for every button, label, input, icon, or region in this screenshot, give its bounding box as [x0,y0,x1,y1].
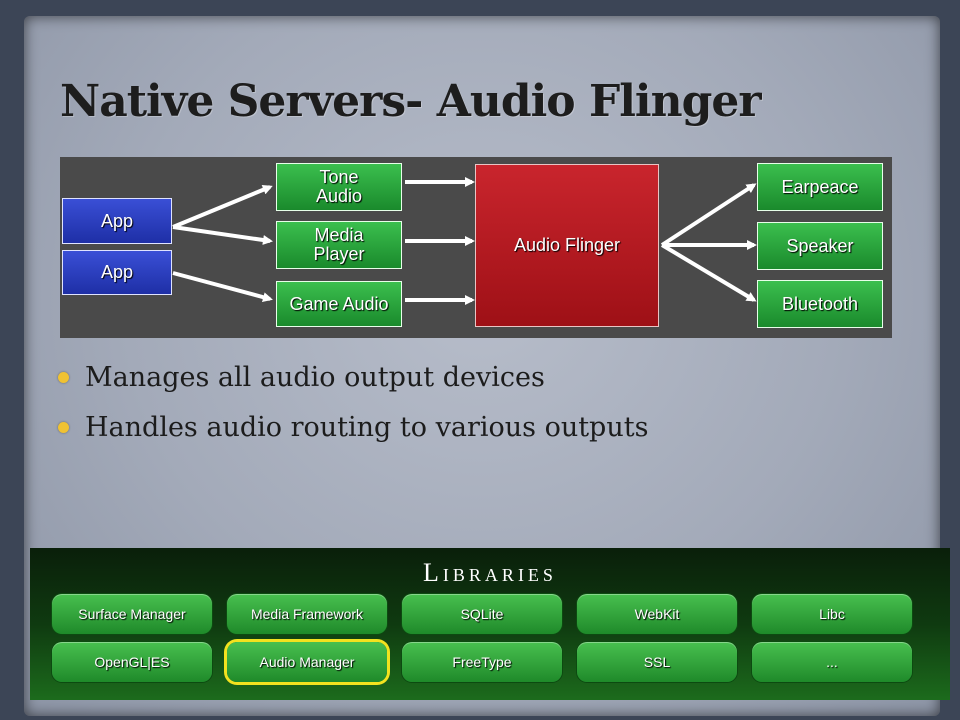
media-player-box: Media Player [276,221,402,269]
lib-media-framework: Media Framework [227,594,387,634]
lib-surface-manager: Surface Manager [52,594,212,634]
lib-more: ... [752,642,912,682]
lib-audio-manager: Audio Manager [227,642,387,682]
lib-webkit: WebKit [577,594,737,634]
libraries-panel: Libraries Surface Manager Media Framewor… [30,548,950,700]
arrows [172,177,757,305]
libraries-title: Libraries [423,558,557,587]
arrow-flinger-to-earpeace [660,183,757,247]
audio-flinger-diagram: App App Tone Audio Media Player Game Aud… [60,157,892,338]
bullet-dot-icon [58,421,69,433]
earpeace-box: Earpeace [757,163,883,211]
arrow-app-to-game [172,271,273,303]
bullet-text: Handles audio routing to various outputs [85,411,649,443]
app-box-1: App [62,198,172,244]
game-audio-box: Game Audio [276,281,402,327]
audio-flinger-box: Audio Flinger [475,164,659,327]
arrow-app-to-media [172,225,273,245]
speaker-box: Speaker [757,222,883,270]
bluetooth-box: Bluetooth [757,280,883,328]
bullet-item: Manages all audio output devices [58,352,648,402]
lib-ssl: SSL [577,642,737,682]
bullet-text: Manages all audio output devices [85,361,545,393]
lib-freetype: FreeType [402,642,562,682]
lib-opengl-es: OpenGL|ES [52,642,212,682]
app-box-2: App [62,250,172,295]
bullet-dot-icon [58,371,69,383]
bullet-item: Handles audio routing to various outputs [58,402,648,452]
arrow-app-to-tone [172,185,273,229]
bullet-list: Manages all audio output devices Handles… [58,352,648,452]
tone-audio-box: Tone Audio [276,163,402,211]
lib-sqlite: SQLite [402,594,562,634]
slide-title: Native Servers- Audio Flinger [60,76,762,127]
arrow-flinger-to-bluetooth [660,243,757,302]
lib-libc: Libc [752,594,912,634]
